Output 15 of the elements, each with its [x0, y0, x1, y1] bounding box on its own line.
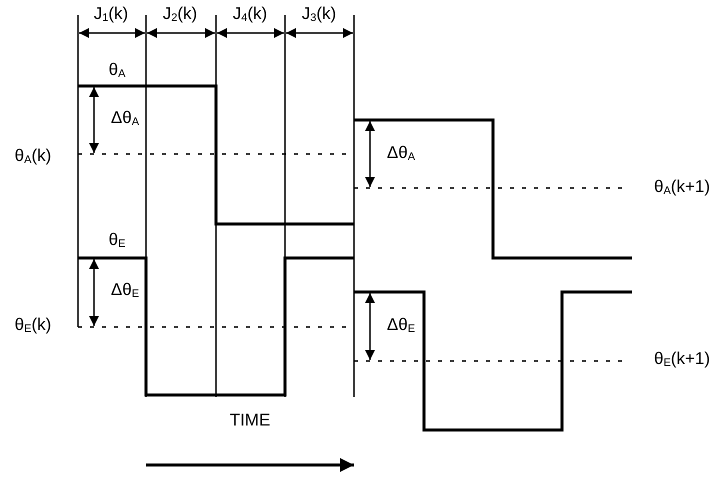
delta-label: Δθ$_{A}$ — [386, 143, 416, 165]
interval-label: J$_{4}$(k) — [232, 4, 268, 26]
level-label: θ$_{A}$(k+1) — [654, 177, 710, 199]
interval-label: J$_{1}$(k) — [94, 4, 128, 26]
interval-label: J$_{3}$(k) — [302, 4, 336, 26]
delta-label: Δθ$_{E}$ — [386, 315, 416, 337]
level-label: θ$_{E}$(k+1) — [654, 349, 710, 371]
delta-label: Δθ$_{E}$ — [110, 280, 140, 302]
level-label: θ$_{A}$(k) — [14, 146, 52, 168]
level-label: θ$_{E}$(k) — [14, 315, 52, 337]
signal-label: θ$_{E}$ — [108, 230, 126, 252]
interval-label: J$_{2}$(k) — [162, 4, 198, 26]
axis-label: TIME — [230, 410, 270, 430]
delta-label: Δθ$_{A}$ — [110, 108, 140, 130]
signal-label: θ$_{A}$ — [108, 60, 126, 82]
